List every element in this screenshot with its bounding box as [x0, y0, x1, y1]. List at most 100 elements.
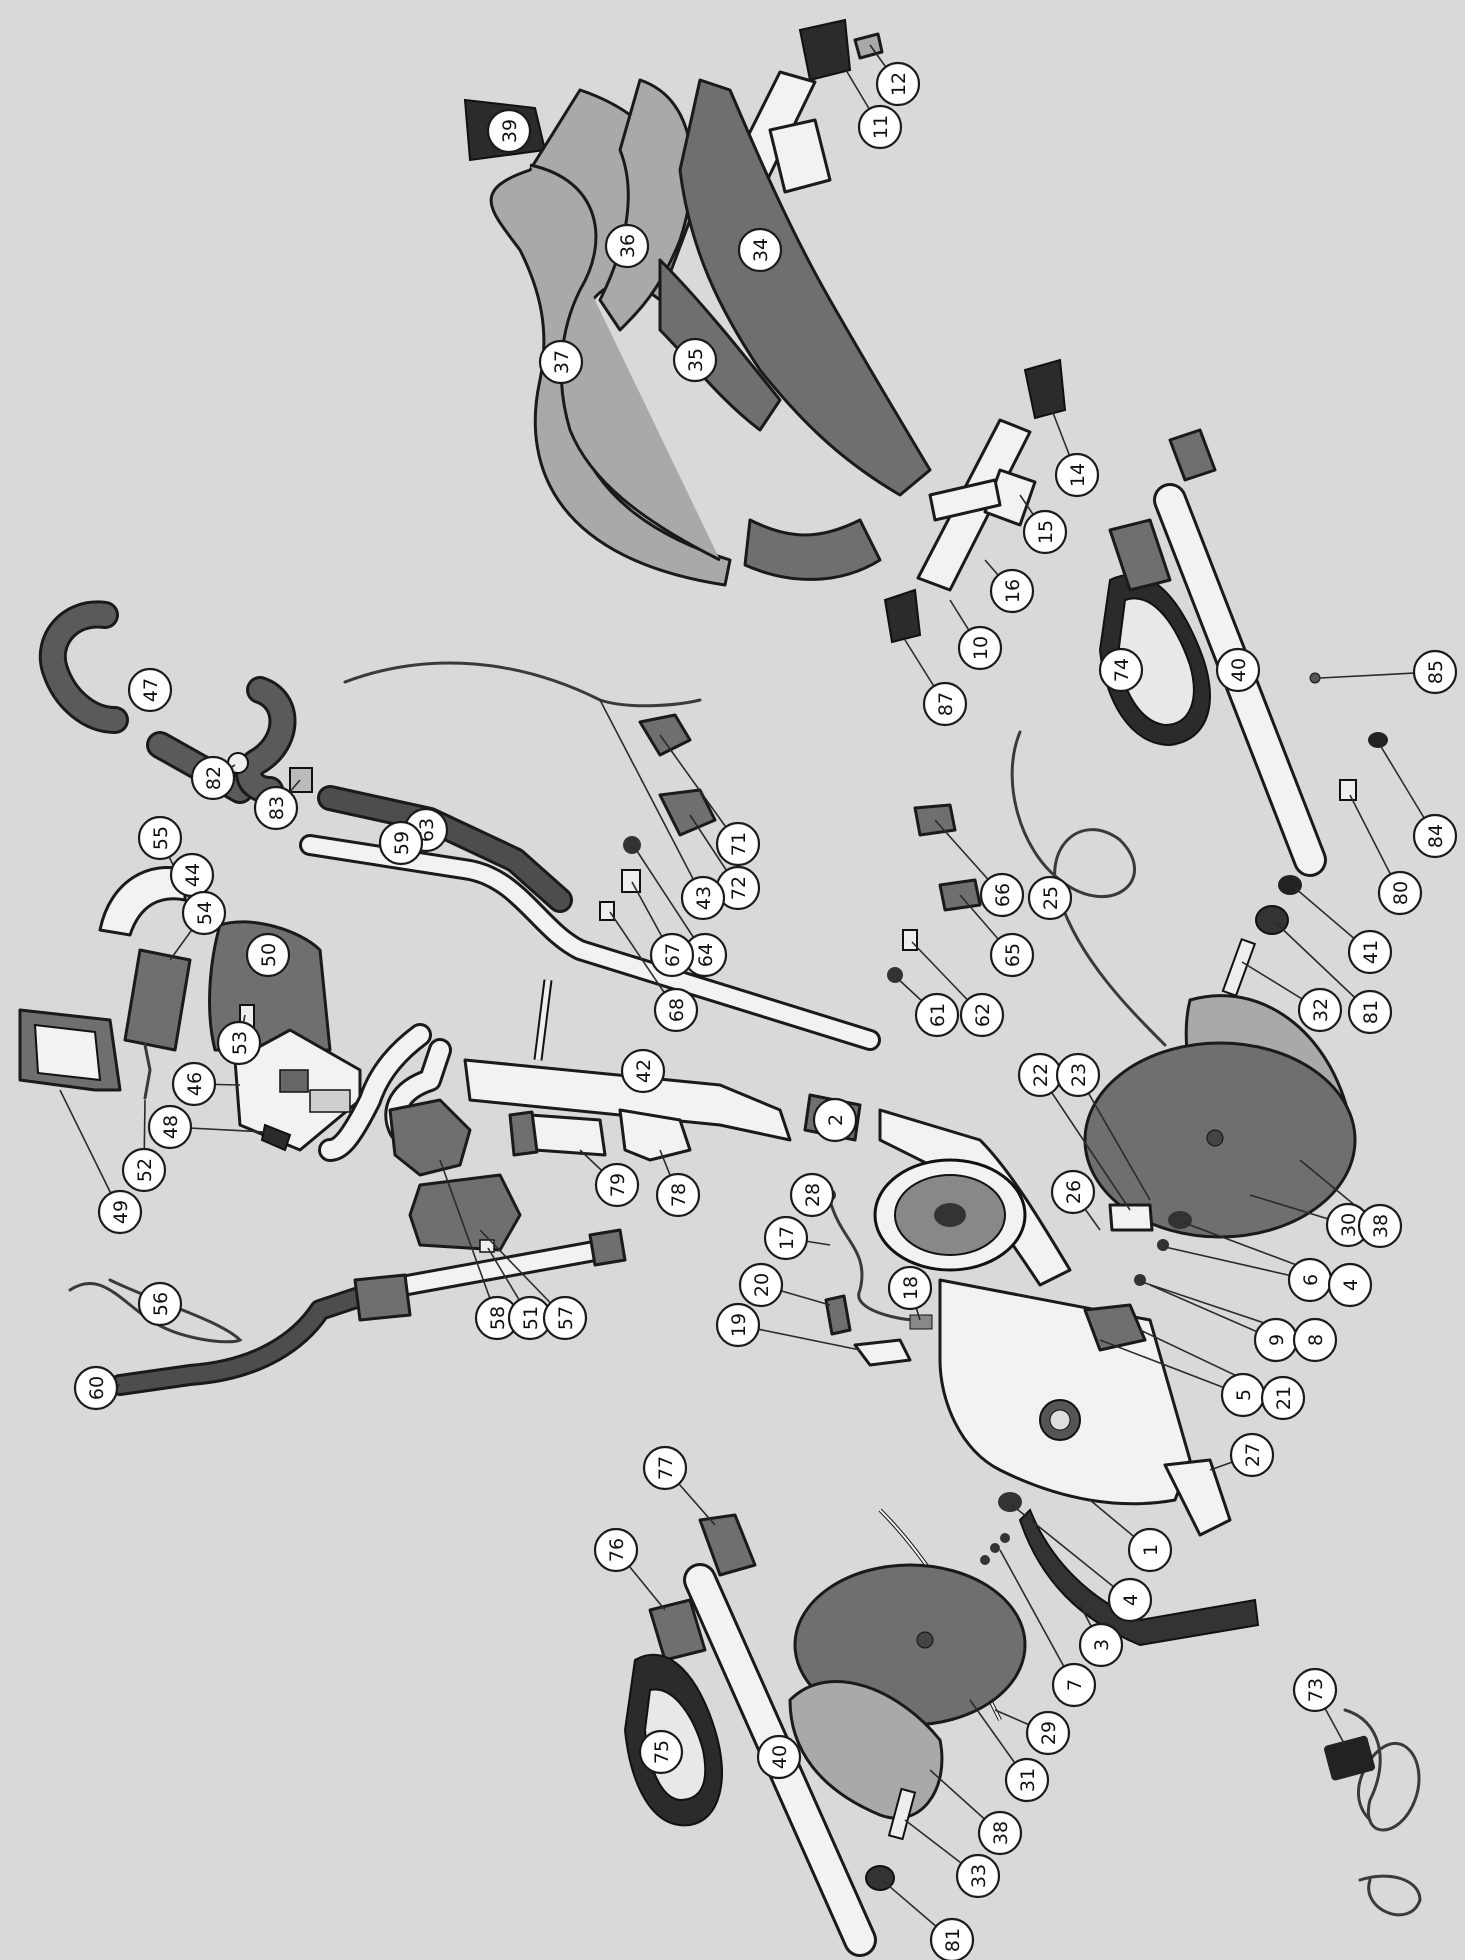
part-64-bushing — [623, 836, 641, 854]
callout-number: 76 — [606, 1538, 628, 1562]
callout-leader-6 — [1164, 1246, 1311, 1281]
part-76-pedal-bracket — [648, 1598, 707, 1662]
callout-83: 83 — [253, 785, 299, 831]
callout-80: 80 — [1377, 870, 1423, 916]
callout-18: 18 — [887, 1265, 933, 1311]
callout-circle — [959, 992, 1005, 1038]
callout-circle — [1297, 987, 1343, 1033]
callout-10: 10 — [957, 625, 1003, 671]
callout-circle — [253, 785, 299, 831]
callout-circle — [977, 1810, 1023, 1856]
callout-number: 72 — [728, 876, 750, 900]
callout-number: 60 — [86, 1376, 108, 1400]
callout-number: 26 — [1063, 1180, 1085, 1204]
callout-number: 44 — [182, 863, 204, 887]
callout-number: 33 — [968, 1864, 990, 1888]
callout-85: 85 — [1412, 649, 1458, 695]
callout-circle — [680, 875, 726, 921]
part-34-shroud-side — [678, 78, 932, 497]
part-25-cable — [1010, 730, 1167, 1047]
callout-circle — [593, 1527, 639, 1573]
callout-number: 5 — [1233, 1389, 1255, 1401]
callout-number: 4 — [1340, 1279, 1362, 1291]
callout-42: 42 — [620, 1048, 666, 1094]
callout-number: 55 — [150, 826, 172, 850]
callout-number: 66 — [992, 883, 1014, 907]
part-7-washers — [980, 1533, 1010, 1565]
callout-29: 29 — [1025, 1710, 1071, 1756]
callout-number: 12 — [888, 72, 910, 96]
callout-circle — [245, 932, 291, 978]
callout-12: 12 — [875, 61, 921, 107]
callout-circle — [715, 1302, 761, 1348]
callout-21: 21 — [1260, 1375, 1306, 1421]
callout-number: 59 — [391, 831, 413, 855]
callout-75: 75 — [638, 1729, 684, 1775]
callout-number: 46 — [184, 1072, 206, 1096]
callout-circle — [672, 337, 718, 383]
callout-number: 14 — [1067, 463, 1089, 487]
callout-leader-5 — [1099, 1339, 1244, 1396]
part-18-clip — [909, 1314, 933, 1330]
callout-number: 49 — [110, 1200, 132, 1224]
part-19-bracket — [853, 1338, 912, 1367]
callout-number: 50 — [258, 943, 280, 967]
part-4-bearing-lower — [998, 1492, 1022, 1512]
callout-4: 4 — [1107, 1577, 1153, 1623]
callout-9: 9 — [1253, 1317, 1299, 1363]
callout-circle — [1347, 929, 1393, 975]
part-22-bracket — [1108, 1203, 1154, 1232]
callout-41: 41 — [1347, 929, 1393, 975]
callout-circle — [1357, 1203, 1403, 1249]
callout-51: 51 — [507, 1295, 553, 1341]
callout-circle — [127, 667, 173, 713]
callout-67: 67 — [649, 932, 695, 978]
callout-circle — [979, 872, 1025, 918]
callout-number: 56 — [150, 1292, 172, 1316]
callout-circle — [642, 1445, 688, 1491]
callout-47: 47 — [127, 667, 173, 713]
callout-number: 65 — [1002, 943, 1024, 967]
callout-number: 53 — [229, 1031, 251, 1055]
part-51-pad — [479, 1239, 495, 1253]
callout-17: 17 — [763, 1215, 809, 1261]
callout-number: 48 — [160, 1115, 182, 1139]
callout-circle — [1412, 649, 1458, 695]
callout-number: 77 — [655, 1456, 677, 1480]
callout-30: 30 — [1325, 1202, 1371, 1248]
part-52-wire — [143, 1043, 152, 1100]
callout-44: 44 — [169, 852, 215, 898]
callout-number: 34 — [750, 238, 772, 262]
callout-16: 16 — [989, 568, 1035, 614]
callout-leader-58 — [439, 1159, 498, 1319]
callout-circle — [812, 1097, 858, 1143]
callout-circle — [929, 1917, 975, 1960]
callout-31: 31 — [1004, 1757, 1050, 1803]
callout-circle — [1022, 509, 1068, 555]
callout-34: 34 — [737, 227, 783, 273]
callout-2: 2 — [812, 1097, 858, 1143]
part-bolt-upright — [533, 979, 553, 1061]
callout-28: 28 — [789, 1172, 835, 1218]
callout-circle — [216, 1020, 262, 1066]
callout-35: 35 — [672, 337, 718, 383]
callout-37: 37 — [538, 339, 584, 385]
callout-57: 57 — [542, 1295, 588, 1341]
callout-36: 36 — [604, 223, 650, 269]
callout-number: 19 — [728, 1313, 750, 1337]
callout-number: 30 — [1338, 1213, 1360, 1237]
callout-circle — [1027, 875, 1073, 921]
part-72-bracket — [658, 788, 717, 837]
callout-leader-9 — [1149, 1284, 1277, 1341]
part-87-end-cap — [883, 588, 922, 644]
callout-number: 75 — [651, 1740, 673, 1764]
callout-number: 37 — [551, 350, 573, 374]
callout-circle — [190, 755, 236, 801]
callout-number: 52 — [134, 1158, 156, 1182]
callout-circle — [957, 625, 1003, 671]
callout-number: 27 — [1242, 1443, 1264, 1467]
callout-number: 73 — [1305, 1678, 1327, 1702]
callout-leader-71 — [659, 734, 739, 845]
callout-number: 2 — [825, 1114, 847, 1126]
part-59-handle-tube — [299, 834, 881, 1051]
